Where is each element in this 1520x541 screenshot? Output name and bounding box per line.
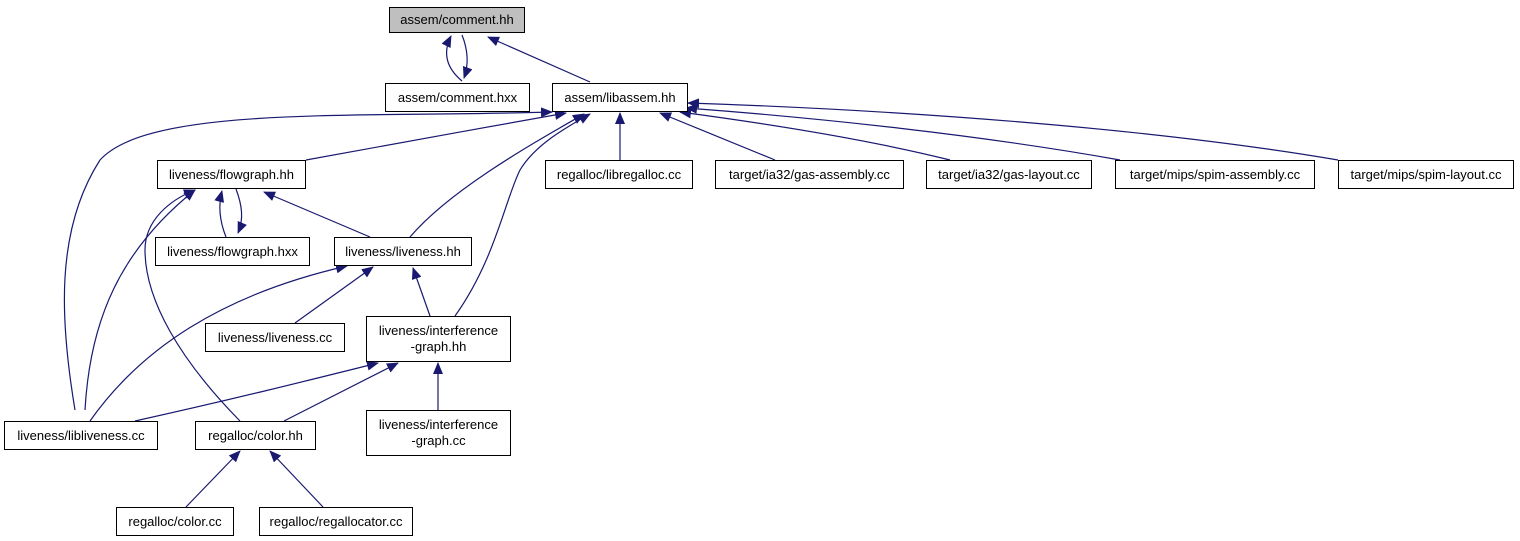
node-label: target/mips/spim-layout.cc bbox=[1350, 166, 1502, 182]
node-liveness-interference-graph-cc[interactable]: liveness/interference -graph.cc bbox=[366, 410, 511, 456]
node-label-line: -graph.cc bbox=[411, 433, 466, 448]
node-label: regalloc/regallocator.cc bbox=[269, 513, 403, 529]
edge-ia32-gas-layout-to-libassem bbox=[679, 108, 951, 161]
edge-color-hh-to-interference-hh bbox=[283, 362, 399, 422]
node-label: assem/comment.hh bbox=[400, 12, 514, 27]
node-label: target/ia32/gas-layout.cc bbox=[938, 166, 1080, 182]
node-label: liveness/flowgraph.hh bbox=[168, 166, 295, 182]
node-target-mips-spim-assembly-cc[interactable]: target/mips/spim-assembly.cc bbox=[1115, 160, 1315, 189]
edge-mips-spim-layout-to-libassem bbox=[687, 98, 1339, 161]
node-label: liveness/liveness.cc bbox=[217, 329, 333, 345]
node-target-ia32-gas-assembly-cc[interactable]: target/ia32/gas-assembly.cc bbox=[715, 160, 904, 189]
edge-flowgraph-hxx-to-flowgraph-hh bbox=[214, 190, 227, 238]
edge-libliveness-to-libassem bbox=[63, 107, 553, 411]
node-label: liveness/libliveness.cc bbox=[17, 427, 145, 443]
edge-liveness-hh-to-libassem bbox=[409, 113, 585, 238]
node-liveness-interference-graph-hh[interactable]: liveness/interference -graph.hh bbox=[366, 316, 511, 362]
node-assem-comment-hh: assem/comment.hh bbox=[389, 7, 525, 33]
edges bbox=[63, 34, 1339, 508]
node-label-multiline: liveness/interference -graph.hh bbox=[379, 323, 498, 355]
node-liveness-flowgraph-hh[interactable]: liveness/flowgraph.hh bbox=[157, 160, 306, 189]
edge-interference-hh-to-libassem bbox=[454, 113, 591, 317]
edge-libassem-to-comment-hh bbox=[487, 36, 591, 83]
edge-ia32-gas-assembly-to-libassem bbox=[659, 112, 776, 161]
node-label: assem/libassem.hh bbox=[564, 89, 676, 105]
node-label-multiline: liveness/interference -graph.cc bbox=[379, 417, 498, 449]
edge-flowgraph-hh-to-flowgraph-hxx bbox=[235, 188, 247, 234]
node-label-line: liveness/interference bbox=[378, 323, 499, 338]
node-label: regalloc/libregalloc.cc bbox=[556, 166, 682, 182]
node-label-line: -graph.hh bbox=[410, 339, 467, 354]
edge-libliveness-to-flowgraph-hh bbox=[84, 189, 196, 411]
node-label: target/mips/spim-assembly.cc bbox=[1129, 166, 1301, 182]
edge-liveness-cc-to-liveness-hh bbox=[294, 266, 374, 324]
node-label-line: liveness/interference bbox=[378, 417, 499, 432]
edge-comment-hh-to-comment-hxx bbox=[461, 34, 473, 79]
node-liveness-liveness-hh[interactable]: liveness/liveness.hh bbox=[334, 237, 472, 266]
edge-color-cc-to-color-hh bbox=[185, 450, 241, 508]
edge-libliveness-to-liveness-hh bbox=[89, 263, 348, 422]
node-label: target/ia32/gas-assembly.cc bbox=[729, 166, 890, 182]
node-liveness-flowgraph-hxx[interactable]: liveness/flowgraph.hxx bbox=[155, 237, 310, 266]
node-label: liveness/liveness.hh bbox=[345, 243, 461, 259]
node-regalloc-color-hh[interactable]: regalloc/color.hh bbox=[195, 421, 316, 450]
node-liveness-liveness-cc[interactable]: liveness/liveness.cc bbox=[205, 323, 345, 352]
node-liveness-libliveness-cc[interactable]: liveness/libliveness.cc bbox=[4, 421, 158, 450]
edge-libliveness-to-interference-hh bbox=[134, 360, 379, 422]
node-assem-libassem-hh[interactable]: assem/libassem.hh bbox=[552, 83, 688, 112]
edge-color-hh-to-flowgraph-hh bbox=[144, 189, 241, 422]
node-target-mips-spim-layout-cc[interactable]: target/mips/spim-layout.cc bbox=[1338, 160, 1514, 189]
edge-liveness-hh-to-flowgraph-hh bbox=[263, 191, 371, 238]
edge-flowgraph-hh-to-libassem bbox=[305, 109, 567, 161]
node-label: assem/comment.hxx bbox=[397, 89, 518, 105]
node-label: regalloc/color.cc bbox=[128, 513, 222, 529]
edge-mips-spim-assembly-to-libassem bbox=[685, 103, 1121, 161]
node-regalloc-libregalloc-cc[interactable]: regalloc/libregalloc.cc bbox=[545, 160, 693, 189]
node-regalloc-regallocator-cc[interactable]: regalloc/regallocator.cc bbox=[259, 507, 413, 536]
node-label: liveness/flowgraph.hxx bbox=[167, 243, 298, 259]
node-assem-comment-hxx[interactable]: assem/comment.hxx bbox=[385, 83, 530, 112]
edge-interference-hh-to-liveness-hh bbox=[411, 267, 431, 317]
edge-comment-hxx-to-comment-hh bbox=[441, 35, 463, 82]
node-target-ia32-gas-layout-cc[interactable]: target/ia32/gas-layout.cc bbox=[926, 160, 1092, 189]
edge-regallocator-to-color-hh bbox=[269, 450, 324, 508]
node-label: regalloc/color.hh bbox=[208, 427, 303, 443]
node-regalloc-color-cc[interactable]: regalloc/color.cc bbox=[116, 507, 234, 536]
